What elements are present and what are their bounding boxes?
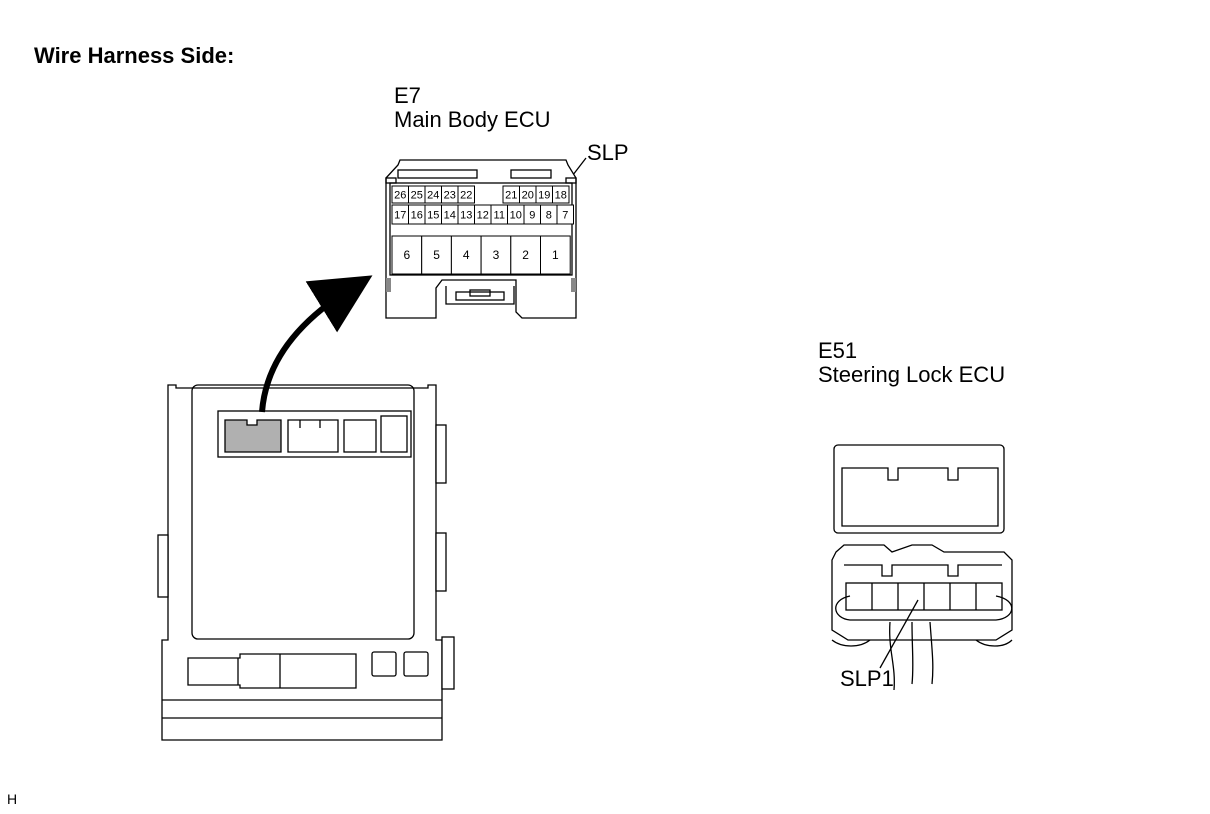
e7-pin-2-label: 2 xyxy=(522,248,529,262)
e7-socket-highlight xyxy=(224,419,282,453)
e7-pin-3-label: 3 xyxy=(493,248,500,262)
e7-pin-1-label: 1 xyxy=(552,248,559,262)
e7-pin-12-label: 12 xyxy=(477,210,489,222)
e7-terminal-label: SLP xyxy=(587,140,629,165)
figure-code: H xyxy=(7,791,17,807)
e7-pin-23-label: 23 xyxy=(444,190,456,202)
e7-pin-16-label: 16 xyxy=(411,210,423,222)
e7-pin-14-label: 14 xyxy=(444,210,456,222)
e7-pin-18-cell xyxy=(552,185,570,204)
e7-pin-15-label: 15 xyxy=(427,210,439,222)
e51-terminal-label: SLP1 xyxy=(840,666,894,691)
e7-pin-2-cell xyxy=(510,235,541,275)
e7-pin-21-label: 21 xyxy=(505,190,517,202)
e7-pin-1-cell xyxy=(540,235,571,275)
curved-arrow xyxy=(259,275,373,413)
e7-pin-9-label: 9 xyxy=(529,210,535,222)
e7-pin-24-label: 24 xyxy=(427,190,439,202)
e7-pin-25-label: 25 xyxy=(411,190,423,202)
e7-pin-26-label: 26 xyxy=(394,190,406,202)
e7-pin-22-label: 22 xyxy=(460,190,472,202)
e7-pin-5-label: 5 xyxy=(433,248,440,262)
e7-pin-7-cell xyxy=(556,204,574,225)
e7-pin-17-label: 17 xyxy=(394,210,406,222)
e7-pin-11-label: 11 xyxy=(494,210,505,222)
e7-pin-18-label: 18 xyxy=(555,190,567,202)
e7-pin-13-label: 13 xyxy=(460,210,472,222)
e7-pin-6-label: 6 xyxy=(404,248,411,262)
e7-pin-19-label: 19 xyxy=(538,190,550,202)
e51-terminal-leader-line xyxy=(879,599,919,669)
e7-pin-20-label: 20 xyxy=(522,190,534,202)
e7-pin-4-cell xyxy=(450,235,482,275)
e51-connector-code: E51 xyxy=(818,338,857,363)
e7-connector-name: Main Body ECU xyxy=(394,107,551,132)
e7-connector-code: E7 xyxy=(394,83,421,108)
diagram-title: Wire Harness Side: xyxy=(34,43,234,68)
e7-pin-6-cell xyxy=(391,235,423,275)
main-body-ecu-body xyxy=(157,384,455,741)
e7-pin-8-label: 8 xyxy=(546,210,552,222)
e7-pin-4-label: 4 xyxy=(463,248,470,262)
e7-pin-22-cell xyxy=(457,185,475,204)
e7-pin-3-cell xyxy=(480,235,512,275)
e7-pin-7-label: 7 xyxy=(562,210,568,222)
e51-connector xyxy=(831,444,1013,691)
e7-pin-10-label: 10 xyxy=(510,210,522,222)
e51-connector-name: Steering Lock ECU xyxy=(818,362,1005,387)
